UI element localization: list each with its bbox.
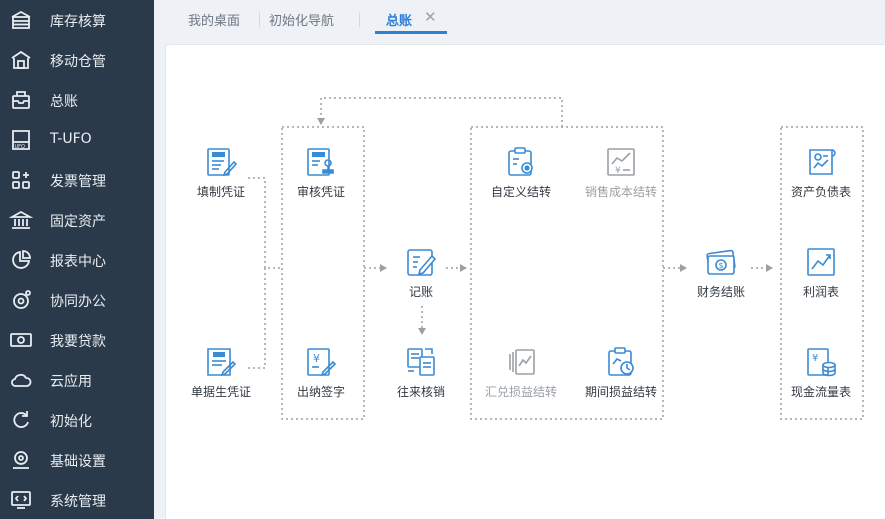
active-tab-indicator [375,31,447,34]
initialize-icon [13,411,29,428]
document-voucher-icon [207,348,237,377]
mobile-warehouse-icon [11,50,31,69]
exchange-gain-icon [509,349,535,375]
tab-divider [359,12,360,27]
svg-text:¥: ¥ [615,166,621,176]
sidebar-item-system-management[interactable]: 系统管理 [0,480,154,519]
cash-flow-node[interactable]: ¥ 现金流量表 [771,346,871,410]
node-label: 财务结账 [696,285,745,299]
tab-divider [259,12,260,27]
svg-text:¥: ¥ [812,353,818,364]
node-label: 汇兑损益结转 [484,385,557,399]
sales-cost-transfer-node[interactable]: ¥ 销售成本结转 [571,146,671,210]
sidebar-item-basic-settings[interactable]: 基础设置 [0,440,154,480]
custom-transfer-icon [508,147,533,176]
ledger-icon [12,91,30,109]
tab-bar: 我的桌面 初始化导航 总账 ✕ [154,0,885,36]
sidebar-item-label: 系统管理 [50,494,106,510]
cashier-sign-node[interactable]: ¥ 出纳签字 [271,346,371,410]
svg-text:UFO: UFO [15,144,26,150]
node-label: 单据生凭证 [190,385,251,399]
sidebar-item-label: 协同办公 [50,294,106,310]
node-label: 资产负债表 [790,185,851,199]
sidebar-item-label: 云应用 [50,374,92,390]
node-label: 利润表 [802,285,839,299]
sidebar-item-cloud-apps[interactable]: 云应用 [0,360,154,400]
sidebar-item-label: 基础设置 [50,454,106,470]
sidebar-item-label: 移动仓管 [50,54,106,70]
sidebar-item-mobile-warehouse[interactable]: 移动仓管 [0,40,154,80]
node-label: 期间损益结转 [584,385,657,399]
svg-text:¥: ¥ [313,352,320,365]
period-gain-transfer-node[interactable]: 期间损益结转 [571,346,671,410]
sidebar-item-label: T-UFO [50,131,92,147]
invoice-icon [12,171,30,189]
sidebar-item-label: 固定资产 [50,214,106,230]
sales-cost-icon: ¥ [607,148,635,176]
financial-close-node[interactable]: $ 财务结账 [671,246,771,310]
profit-statement-node[interactable]: 利润表 [771,246,871,310]
reconcile-node[interactable]: 往来核销 [371,346,471,410]
node-label: 现金流量表 [790,385,851,399]
sidebar-item-report-center[interactable]: 报表中心 [0,240,154,280]
close-icon[interactable]: ✕ [424,8,437,26]
cloud-icon [11,373,32,387]
loan-icon [10,333,32,347]
sidebar-item-t-ufo[interactable]: UFO T-UFO [0,120,154,160]
fill-voucher-node[interactable]: 填制凭证 [171,146,271,210]
tab-general-ledger[interactable]: 总账 [386,14,413,29]
post-ledger-icon [407,249,437,276]
tab-my-desktop[interactable]: 我的桌面 [188,14,241,29]
sidebar-item-general-ledger[interactable]: 总账 [0,80,154,120]
node-label: 审核凭证 [296,185,345,199]
sidebar-item-invoice[interactable]: 发票管理 [0,160,154,200]
node-label: 记账 [408,285,433,299]
sidebar-item-label: 发票管理 [50,174,106,190]
node-label: 出纳签字 [296,385,345,399]
sidebar-item-initialize[interactable]: 初始化 [0,400,154,440]
voucher-review-icon [307,148,334,176]
post-ledger-node[interactable]: 记账 [371,246,471,310]
node-label: 自定义结转 [490,185,551,199]
report-icon [12,250,31,269]
balance-sheet-node[interactable]: 资产负债表 [771,146,871,210]
node-label: 填制凭证 [196,185,245,199]
financial-close-icon: $ [706,249,736,275]
sidebar-item-label: 库存核算 [50,14,106,30]
period-gain-icon [608,347,634,376]
sidebar-item-label: 报表中心 [50,254,106,270]
node-label: 销售成本结转 [584,185,657,199]
balance-sheet-icon [809,149,836,175]
reconcile-icon [407,348,435,376]
exchange-gain-transfer-node[interactable]: 汇兑损益结转 [471,346,571,410]
system-icon [11,491,31,509]
document-voucher-node[interactable]: 单据生凭证 [171,346,271,410]
collaboration-icon [13,290,31,309]
sidebar-item-label: 初始化 [50,414,92,430]
custom-transfer-node[interactable]: 自定义结转 [471,146,571,210]
settings-icon [13,451,29,469]
tab-init-navigation[interactable]: 初始化导航 [269,14,335,29]
sidebar-item-collaboration[interactable]: 协同办公 [0,280,154,320]
cash-flow-icon: ¥ [807,348,836,377]
node-label: 往来核销 [396,385,445,399]
inventory-icon [11,10,31,29]
cashier-sign-icon: ¥ [307,348,337,377]
sidebar-item-inventory-accounting[interactable]: 库存核算 [0,0,154,40]
ufo-icon: UFO [12,130,30,150]
sidebar-item-label: 我要贷款 [50,334,106,350]
sidebar-item-fixed-assets[interactable]: 固定资产 [0,200,154,240]
review-voucher-node[interactable]: 审核凭证 [271,146,371,210]
profit-statement-icon [807,248,835,276]
voucher-edit-icon [207,148,237,177]
sidebar-item-loan[interactable]: 我要贷款 [0,320,154,360]
sidebar: 库存核算 移动仓管 总账 UFO T-UFO 发票管理 固定资产 报表中心 协同… [0,0,154,519]
svg-text:$: $ [719,261,724,270]
fixed-asset-icon [9,210,33,229]
sidebar-item-label: 总账 [50,94,78,110]
